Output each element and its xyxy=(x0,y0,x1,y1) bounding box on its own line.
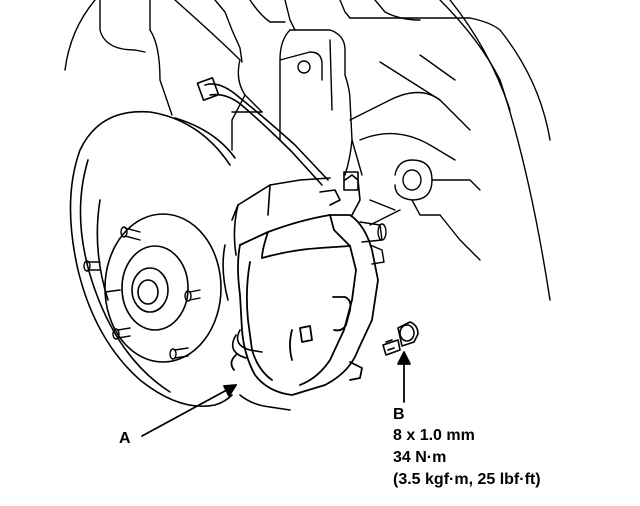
bolt-torque-spec: 34 N·m xyxy=(393,449,447,466)
wheel-stud xyxy=(83,260,101,272)
bolt-size-spec: 8 x 1.0 mm xyxy=(393,427,475,444)
callout-leader-a xyxy=(141,384,237,437)
brake-disc xyxy=(69,110,236,408)
caliper-body xyxy=(230,214,379,396)
wheel-stud xyxy=(184,289,201,302)
caliper-pin-upper xyxy=(359,221,387,265)
callout-label-a: A xyxy=(119,430,131,447)
bolt-torque-alt-spec: (3.5 kgf·m, 25 lbf·ft) xyxy=(393,471,541,488)
hose-retaining-clip xyxy=(231,189,341,411)
wheel-stud xyxy=(112,327,131,340)
flange-bolt xyxy=(382,321,419,356)
callout-leader-b xyxy=(397,351,411,403)
callout-label-b: B xyxy=(393,406,405,423)
wheel-studs xyxy=(83,226,201,360)
wheel-stud xyxy=(169,347,189,360)
wheel-stud xyxy=(120,226,141,241)
brake-hose xyxy=(196,77,329,186)
caliper-bracket xyxy=(222,171,361,301)
suspension-background xyxy=(64,0,551,301)
wheel-hub xyxy=(104,213,222,363)
